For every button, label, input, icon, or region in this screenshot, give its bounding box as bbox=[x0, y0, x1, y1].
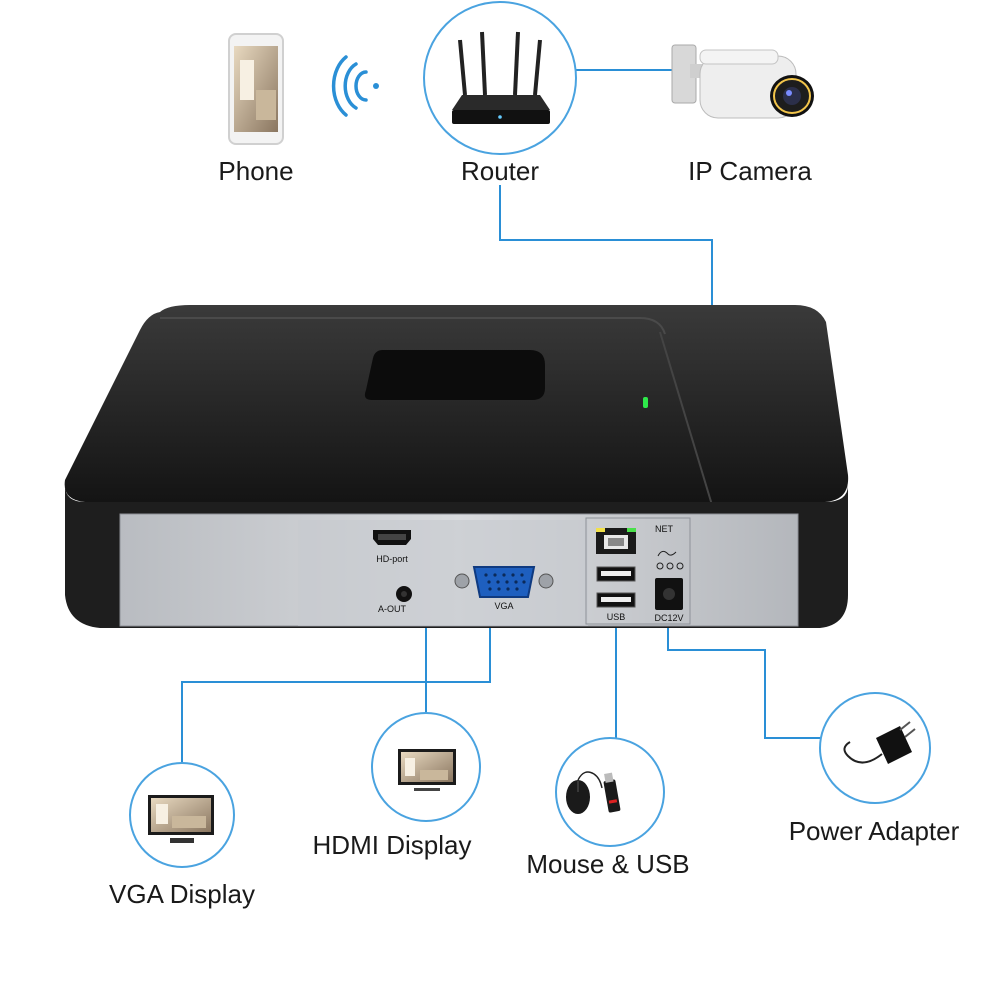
polarity-icon bbox=[656, 550, 684, 570]
ip-camera-label: IP Camera bbox=[688, 156, 812, 186]
a-out-label: A-OUT bbox=[378, 604, 407, 614]
mouse-icon bbox=[566, 771, 603, 814]
nvr-device: HD-port A-OUT VGA NET bbox=[64, 305, 849, 628]
phone-node: Phone bbox=[218, 33, 294, 186]
hdmi-port bbox=[373, 530, 411, 545]
usb-stick-icon bbox=[603, 772, 621, 813]
usb-label: USB bbox=[607, 612, 626, 622]
hd-port-label: HD-port bbox=[376, 554, 408, 564]
nvr-top-window bbox=[364, 350, 545, 400]
status-led bbox=[643, 397, 648, 408]
net-label: NET bbox=[655, 524, 674, 534]
vga-display-label: VGA Display bbox=[109, 879, 255, 909]
vga-display-node: VGA Display bbox=[109, 762, 255, 909]
vga-port-label: VGA bbox=[494, 601, 513, 611]
mouse-usb-label: Mouse & USB bbox=[526, 849, 689, 879]
dc-label: DC12V bbox=[654, 613, 683, 623]
hdmi-display-label: HDMI Display bbox=[313, 830, 472, 860]
mouse-usb-node: Mouse & USB bbox=[526, 737, 690, 879]
router-icon bbox=[452, 31, 550, 124]
net-port bbox=[596, 528, 636, 554]
vga-port bbox=[454, 566, 554, 598]
monitor-icon bbox=[398, 749, 456, 791]
phone-label: Phone bbox=[218, 156, 293, 186]
nvr-top-surface bbox=[64, 305, 849, 502]
bullet-camera-icon bbox=[671, 44, 814, 119]
power-adapter-label: Power Adapter bbox=[789, 816, 960, 846]
router-node: Router bbox=[423, 1, 577, 186]
wifi-icon bbox=[331, 55, 379, 117]
ip-camera-node: IP Camera bbox=[671, 44, 814, 186]
hdmi-display-node: HDMI Display bbox=[313, 712, 481, 860]
power-adapter-node: Power Adapter bbox=[789, 692, 960, 846]
router-label: Router bbox=[461, 156, 539, 186]
power-adapter-icon bbox=[843, 721, 916, 764]
monitor-icon bbox=[148, 795, 214, 843]
vga-line bbox=[181, 598, 491, 765]
power-line bbox=[667, 612, 820, 739]
